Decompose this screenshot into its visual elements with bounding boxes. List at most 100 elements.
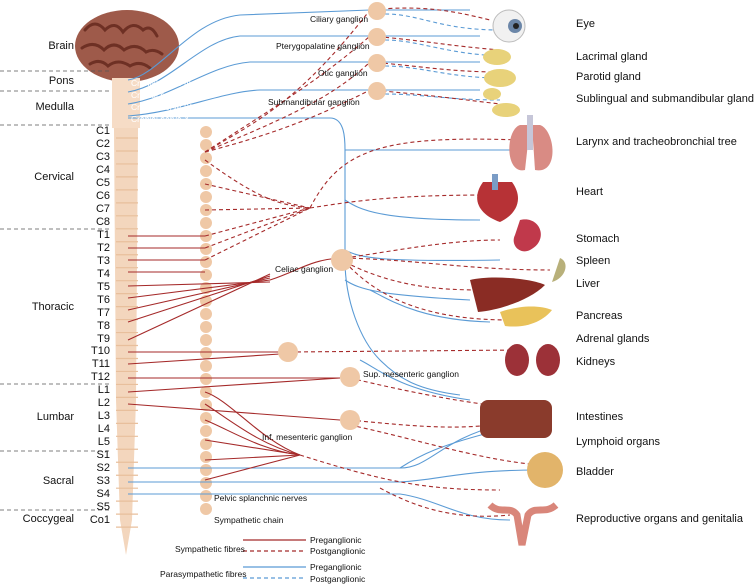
legend-parasympathetic-label: Parasympathetic fibres [160,569,247,579]
segment-label: S2 [96,462,110,475]
sup-mesenteric-ganglion-label: Sup. mesenteric ganglion [363,369,459,379]
parasympathetic-fibres [127,9,541,521]
organ-label-adrenal: Adrenal glands [576,333,650,345]
chain-ganglion [200,503,212,515]
chain-ganglion [200,490,212,502]
region-label: Pons [48,75,74,87]
segment-label: T6 [97,293,110,306]
segment-label: C1 [95,125,110,137]
segment-label: Co1 [89,514,110,527]
chain-ganglion [200,425,212,437]
region-label: Coccygeal [22,513,74,525]
organ-label-pancreas: Pancreas [576,310,623,322]
sympathetic-chain-label: Sympathetic chain [214,515,284,525]
organ-label-lacrimal: Lacrimal gland [576,51,648,63]
chain-ganglion [200,191,212,203]
segment-label: C2 [95,137,110,150]
chain-ganglion [200,126,212,138]
pelvic-splanchnic-nerves-label: Pelvic splanchnic nerves [214,493,308,503]
organ-label-reproductive: Reproductive organs and genitalia [576,513,743,525]
segment-label: S1 [96,449,110,462]
region-label: Cervical [34,171,74,183]
segment-label: T7 [97,306,110,319]
organ-label-stomach: Stomach [576,233,620,245]
otic-ganglion-label: Otic ganglion [318,68,368,78]
segment-label: C4 [95,163,110,176]
inf-mesenteric-ganglion-label: Inf. mesenteric ganglion [262,432,353,442]
segment-label: C5 [95,176,110,189]
sympathetic-chain [200,126,212,515]
chain-ganglion [200,243,212,255]
spinal-segment-ticks [116,137,138,528]
segment-label: T11 [91,358,110,371]
chain-ganglion [200,269,212,281]
chain-ganglion [200,347,212,359]
segment-label: S3 [96,475,110,488]
chain-ganglion [200,451,212,463]
organ-label-larynx: Larynx and tracheobronchial tree [576,136,737,148]
chain-ganglion [200,477,212,489]
segment-label: T3 [97,254,110,267]
organ-label-sublingual: Sublingual and submandibular gland [576,93,754,105]
celiac-ganglion-label: Celiac ganglion [275,264,334,274]
segment-label: C6 [95,189,110,202]
region-label: Lumbar [36,411,74,423]
chain-ganglion [200,165,212,177]
organ-label-lymphoid: Lymphoid organs [576,436,660,448]
segment-label: S4 [96,488,110,501]
segment-label: S5 [96,501,110,514]
segment-label: L5 [97,436,110,449]
chain-ganglion [200,217,212,229]
chain-ganglion [200,412,212,424]
pterygopalatine-ganglion-label: Pterygopalatine ganglion [276,41,370,51]
segment-label: L3 [97,410,110,423]
organ-label-bladder: Bladder [576,466,614,478]
chain-ganglion [200,360,212,372]
segment-label: T1 [97,228,110,241]
legend-para-pre-label: Preganglionic [310,562,362,572]
legend-lines [243,539,306,579]
region-label: Medulla [35,101,74,113]
region-label: Thoracic [31,301,74,313]
region-label: Sacral [42,475,74,487]
submandibular-ganglion-label: Submandibular ganglion [268,97,360,107]
chain-ganglion [200,256,212,268]
chain-ganglion [200,373,212,385]
segment-label: C7 [95,202,110,215]
chain-ganglion [200,334,212,346]
segment-label: C3 [95,150,110,163]
ciliary-ganglion-label: Ciliary ganglion [310,14,369,24]
organ-label-heart: Heart [576,186,603,198]
segment-label: T4 [97,267,110,280]
legend-sym-pre-label: Preganglionic [310,535,362,545]
legend-sympathetic-label: Sympathetic fibres [175,544,245,554]
chain-ganglion [200,321,212,333]
organ-label-liver: Liver [576,278,600,290]
segment-label: T8 [97,319,110,332]
cranial-nerve-9-label: Cranial nerve IX [131,102,192,112]
segment-label: T10 [91,345,110,358]
chain-ganglion [200,152,212,164]
organ-icons [470,9,566,546]
segment-label: L1 [97,384,110,397]
segment-label: T5 [97,280,110,293]
region-separators [0,70,110,511]
organ-label-intestines: Intestines [576,411,624,423]
chain-ganglion [200,139,212,151]
segment-label: L4 [97,423,110,436]
chain-ganglion [200,464,212,476]
organ-label-parotid: Parotid gland [576,71,641,83]
legend-para-post-label: Postganglionic [310,574,366,584]
organ-label-kidneys: Kidneys [576,356,616,368]
organ-label-eye: Eye [576,18,595,30]
organ-label-spleen: Spleen [576,255,611,267]
segment-label: T9 [97,332,110,345]
cranial-nerve-3-label: Cranial nerve III [131,78,191,88]
cranial-nerve-7-label: Cranial nerve VII [131,90,195,100]
segment-label: C8 [95,215,110,228]
brain-illustration [75,10,179,82]
cranial-nerve-10-label: Cranial nerve X [131,114,190,124]
region-label: Brain [48,40,74,52]
segment-label: T2 [97,241,110,254]
